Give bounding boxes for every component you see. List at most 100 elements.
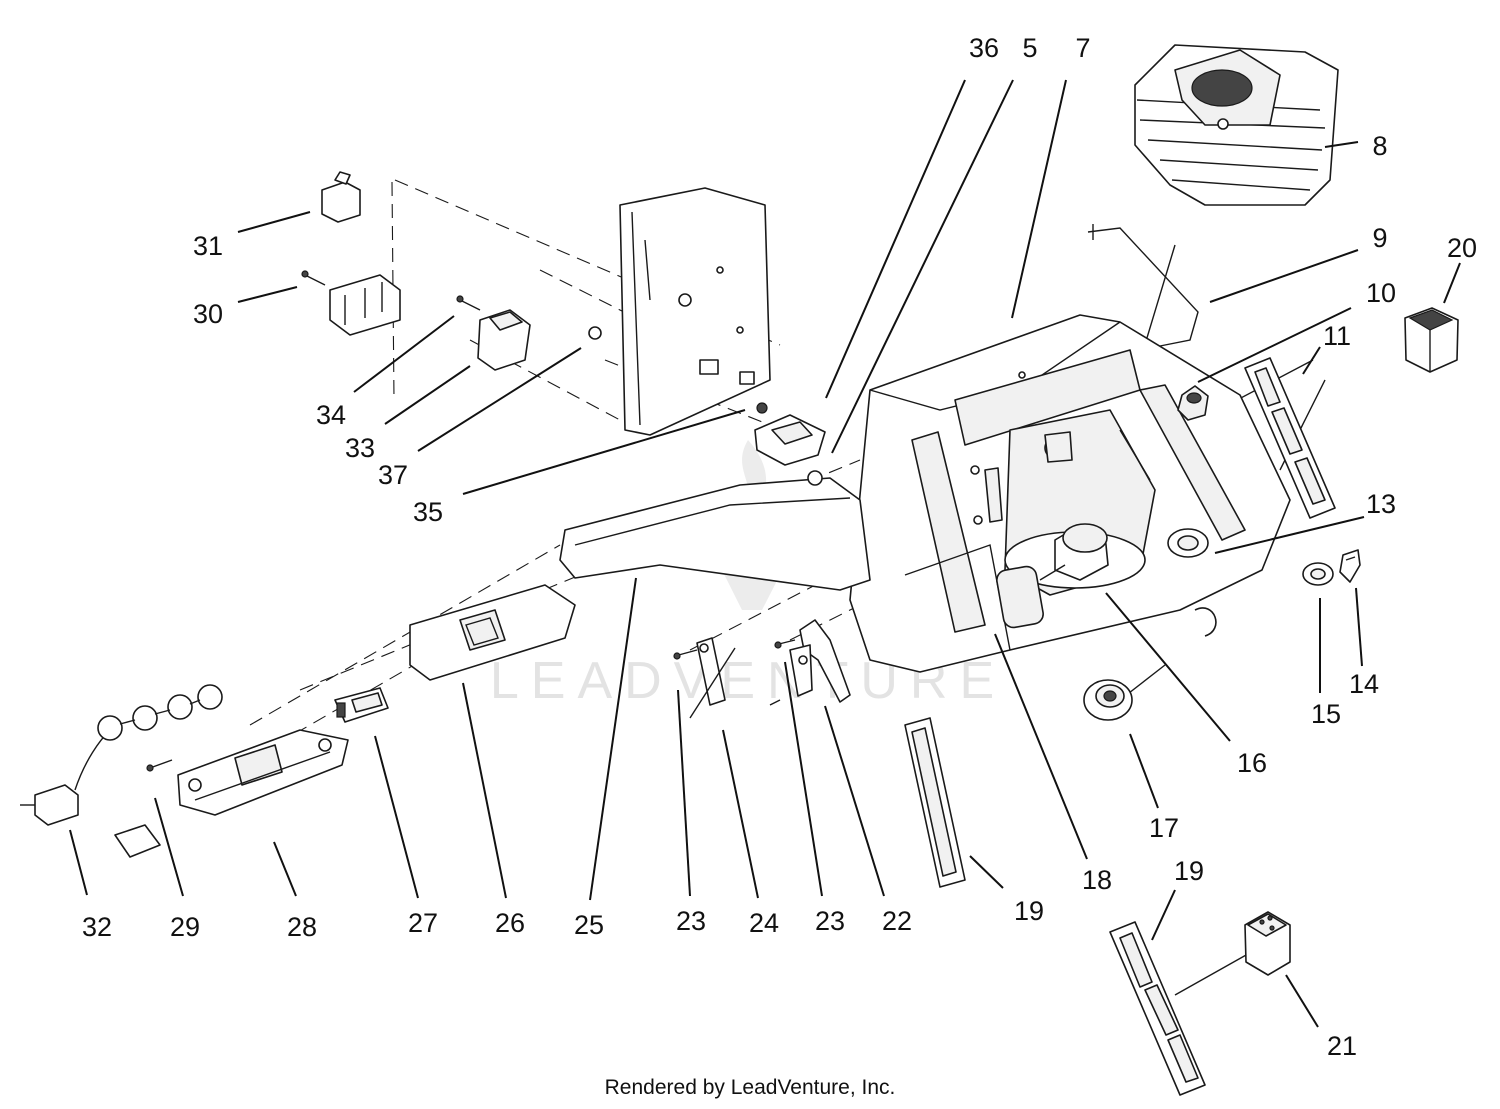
leader-line-19a <box>969 855 1004 889</box>
assembly-line <box>394 179 781 346</box>
leader-line-34 <box>353 315 455 393</box>
leader-line-31 <box>237 211 311 233</box>
part-37-nut <box>588 326 602 340</box>
part-21-switch <box>1244 911 1291 976</box>
callout-label-20: 20 <box>1447 233 1477 263</box>
leader-line-17 <box>1129 733 1159 809</box>
callout-label-35: 35 <box>413 497 443 527</box>
part-10-knob <box>1177 385 1209 421</box>
callout-label-15: 15 <box>1311 699 1341 729</box>
leader-line-37 <box>417 347 582 452</box>
part-7-console-panel <box>849 314 1291 673</box>
part-35-fuse-block <box>754 402 826 486</box>
leader-line-25 <box>589 577 637 901</box>
leader-line-7 <box>1011 79 1067 319</box>
leader-line-32 <box>69 829 88 896</box>
callout-label-17: 17 <box>1149 813 1179 843</box>
callout-label-19b: 19 <box>1174 856 1204 886</box>
callout-label-7: 7 <box>1075 33 1090 63</box>
part-28-block <box>114 824 161 858</box>
callout-label-9: 9 <box>1372 223 1387 253</box>
part-34-screw <box>456 295 481 311</box>
callout-label-23a: 23 <box>815 906 845 936</box>
leader-line-36 <box>825 79 966 399</box>
part-28-tray <box>177 729 349 816</box>
leader-line-30 <box>237 286 298 303</box>
callout-label-24: 24 <box>749 908 779 938</box>
mounting-plate <box>619 187 771 436</box>
callout-label-13: 13 <box>1366 489 1396 519</box>
leader-line-9 <box>1209 249 1359 303</box>
leader-line-27 <box>374 735 419 899</box>
leader-line-23a <box>784 661 823 897</box>
part-14-key <box>1339 549 1361 583</box>
callout-label-36: 36 <box>969 33 999 63</box>
part-19-bezel-lower <box>1109 921 1206 1096</box>
callout-label-19a: 19 <box>1014 896 1044 926</box>
part-17-meter <box>1083 679 1133 721</box>
callout-label-21: 21 <box>1327 1031 1357 1061</box>
callout-label-33: 33 <box>345 433 375 463</box>
callout-label-22: 22 <box>882 906 912 936</box>
callout-label-23b: 23 <box>676 906 706 936</box>
callout-label-32: 32 <box>82 912 112 942</box>
callout-label-14: 14 <box>1349 669 1379 699</box>
leader-line-28 <box>273 841 297 897</box>
leader-line-29 <box>154 797 184 897</box>
part-22-lever <box>789 619 851 703</box>
part-9-rod <box>1087 224 1199 347</box>
callout-label-34: 34 <box>316 400 346 430</box>
leader-line-22 <box>824 705 885 897</box>
leader-line-13 <box>1214 516 1365 554</box>
callout-label-18: 18 <box>1082 865 1112 895</box>
part-31-relay <box>321 171 361 223</box>
callout-label-37: 37 <box>378 460 408 490</box>
callout-label-25: 25 <box>574 910 604 940</box>
leader-line-19b <box>1151 889 1176 941</box>
part-27-meter <box>334 687 389 723</box>
part-20-rocker-switch <box>1404 307 1459 373</box>
callout-label-16: 16 <box>1237 748 1267 778</box>
leader-line-11 <box>1302 346 1321 375</box>
leader-line-24 <box>722 729 759 899</box>
callout-label-8: 8 <box>1372 131 1387 161</box>
callout-label-29: 29 <box>170 912 200 942</box>
part-29-screw <box>146 759 173 772</box>
part-19-bezel-upper <box>904 717 966 888</box>
leader-line-20 <box>1443 262 1461 304</box>
assembly-line <box>391 181 395 401</box>
footer-credit: Rendered by LeadVenture, Inc. <box>605 1076 896 1099</box>
part-32-harness <box>20 684 223 826</box>
callout-label-31: 31 <box>193 231 223 261</box>
assembly-line <box>299 459 861 691</box>
part-23-screw-left <box>673 649 698 660</box>
part-30-bracket <box>301 270 401 336</box>
part-25-cover <box>559 477 871 591</box>
leader-line-33 <box>384 365 471 425</box>
assembly-line <box>1174 949 1256 996</box>
leader-line-35 <box>462 409 746 495</box>
leader-line-8 <box>1324 141 1359 148</box>
callouts: 36 5 7 8 9 10 11 20 13 15 14 16 17 18 19 19 21 22 23 24 23 25… <box>69 33 1477 1061</box>
leader-line-18 <box>994 633 1088 860</box>
assembly-line <box>249 544 561 726</box>
part-11-switch-bezel <box>1244 357 1336 519</box>
callout-label-11: 11 <box>1323 321 1351 351</box>
part-15-nut <box>1302 562 1334 586</box>
leader-line-26 <box>462 682 507 899</box>
callout-label-26: 26 <box>495 908 525 938</box>
callout-label-10: 10 <box>1366 278 1396 308</box>
leader-line-5 <box>831 79 1014 454</box>
callout-label-27: 27 <box>408 908 438 938</box>
callout-label-28: 28 <box>287 912 317 942</box>
part-26-panel <box>409 584 576 681</box>
callout-label-5: 5 <box>1022 33 1037 63</box>
leader-line-23b <box>677 689 691 897</box>
part-8-shift-boot <box>1134 44 1339 206</box>
part-13-grommet <box>1167 528 1209 558</box>
leader-line-21 <box>1285 974 1319 1028</box>
part-33-regulator <box>477 309 531 371</box>
leader-line-10 <box>1197 307 1352 383</box>
part-23-screw-right <box>769 639 796 706</box>
